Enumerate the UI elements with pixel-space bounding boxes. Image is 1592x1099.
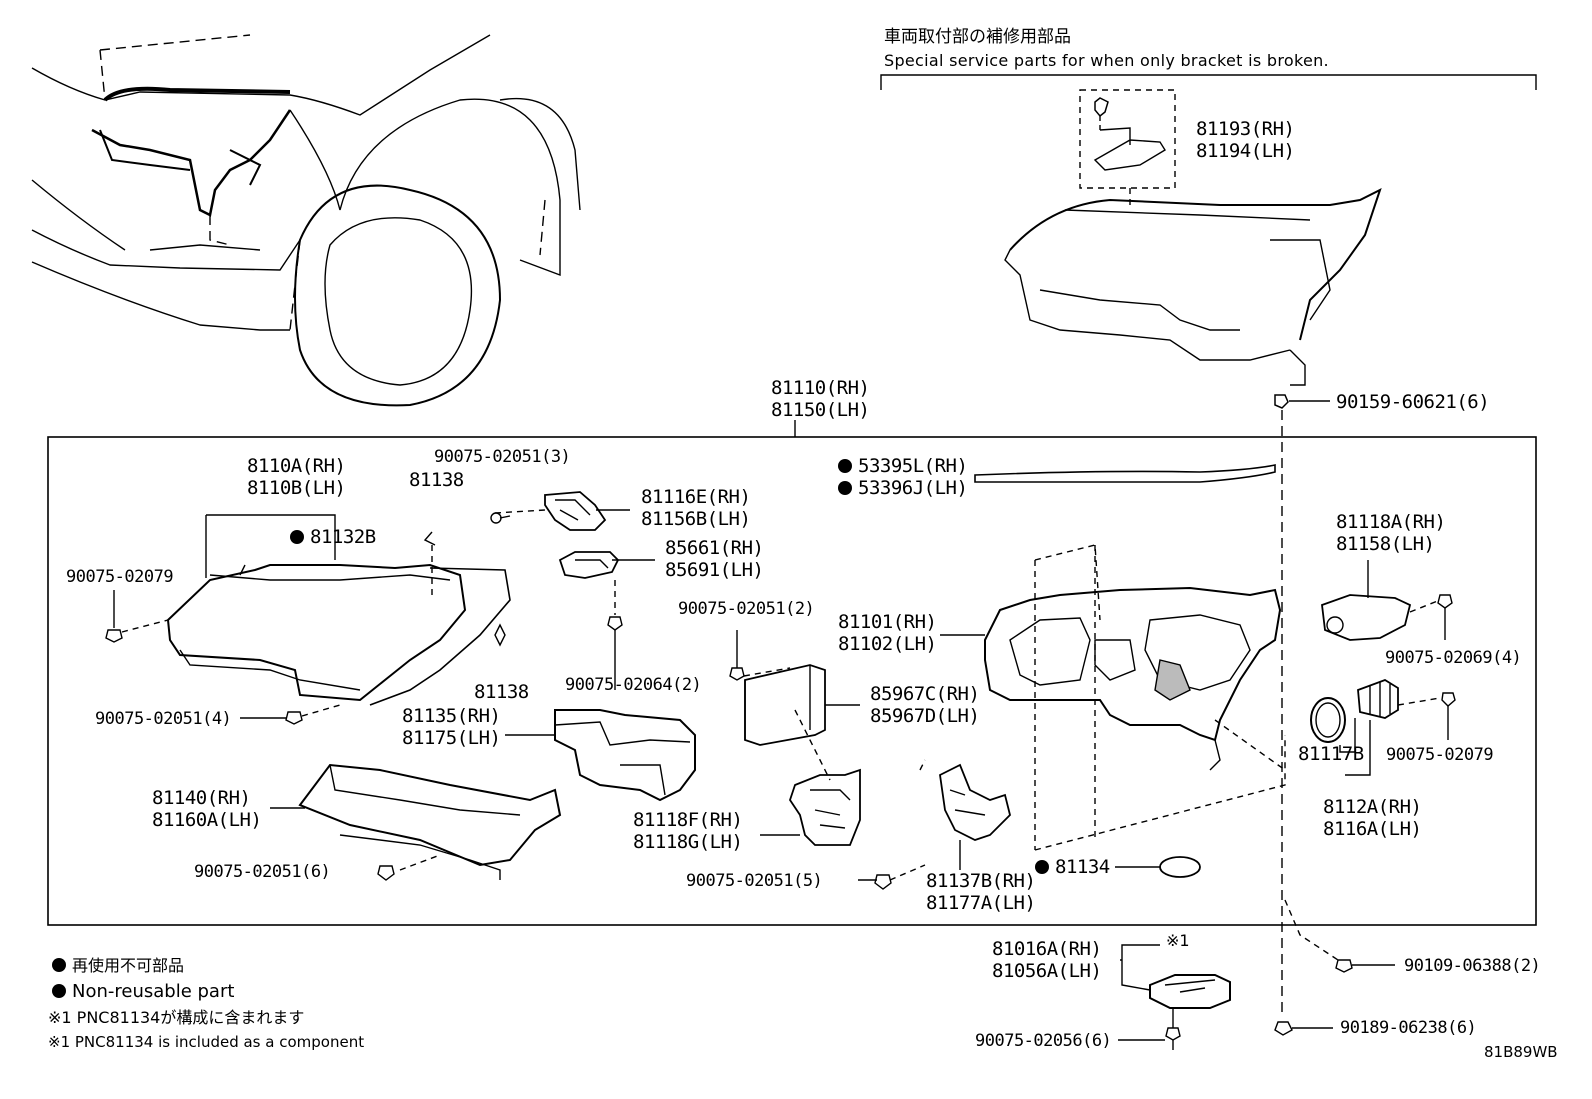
label-81118a: 81118A(RH): [1336, 511, 1446, 533]
gasket-81134-illustration: [1115, 856, 1201, 878]
ballast-81016a-illustration: [1120, 944, 1231, 1009]
strip-53395l-illustration: [974, 464, 1276, 483]
bolt-90159-illustration: [1274, 394, 1330, 1015]
label-81158: 81158(LH): [1336, 533, 1435, 555]
label-53395l: 53395L(RH): [838, 455, 968, 477]
label-90159-60621: 90159-60621(6): [1336, 391, 1490, 413]
label-81156b: 81156B(LH): [641, 508, 751, 530]
label-90075-02051-4: 90075-02051(4): [95, 709, 232, 729]
screws-group: [105, 590, 1395, 1050]
label-90075-02051-2: 90075-02051(2): [678, 599, 815, 619]
non-reusable-dot-icon: [52, 958, 66, 972]
label-81150: 81150(LH): [771, 399, 870, 421]
label-81110: 81110(RH): [771, 377, 870, 399]
label-81016a: 81016A(RH): [992, 938, 1102, 960]
label-90075-02051-5: 90075-02051(5): [686, 871, 823, 891]
label-90075-02056: 90075-02056(6): [975, 1031, 1112, 1051]
diagram-code: 81B89WB: [1484, 1043, 1558, 1061]
housing-81101-illustration: [940, 544, 1286, 851]
label-81177a: 81177A(LH): [926, 892, 1036, 914]
label-85691: 85691(LH): [665, 559, 764, 581]
sensor-85661-illustration: [558, 551, 655, 690]
bracket-81116e-illustration: [490, 491, 630, 531]
non-reusable-dot-icon: [838, 459, 852, 473]
label-81118g: 81118G(LH): [633, 831, 743, 853]
label-81102: 81102(LH): [838, 633, 937, 655]
label-85967d: 85967D(LH): [870, 705, 980, 727]
label-81135: 81135(RH): [402, 705, 501, 727]
label-81194: 81194(LH): [1196, 140, 1295, 162]
non-reusable-dot-icon: [290, 530, 304, 544]
label-mark-1: ※1: [1166, 931, 1190, 950]
label-81118f: 81118F(RH): [633, 809, 743, 831]
assembly-frame: [47, 420, 1537, 926]
actuator-81118a-illustration: [1321, 560, 1453, 641]
legend-dot-en: Non-reusable part: [52, 982, 234, 1002]
label-81175: 81175(LH): [402, 727, 501, 749]
legend-dot-jp: 再使用不可部品: [52, 956, 184, 976]
label-8110b: 8110B(LH): [247, 477, 346, 499]
label-81140: 81140(RH): [152, 787, 251, 809]
label-81134: 81134: [1035, 856, 1110, 878]
label-81137b: 81137B(RH): [926, 870, 1036, 892]
label-8110a: 8110A(RH): [247, 455, 346, 477]
vehicle-front-illustration: [31, 34, 581, 407]
label-81101: 81101(RH): [838, 611, 937, 633]
label-90075-02069: 90075-02069(4): [1385, 648, 1522, 668]
label-90075-02051-3: 90075-02051(3): [434, 447, 571, 467]
housing-81135-illustration: [505, 709, 696, 802]
non-reusable-dot-icon: [838, 481, 852, 495]
bracket-81137b-illustration: [858, 759, 1011, 890]
label-81056a: 81056A(LH): [992, 960, 1102, 982]
label-90075-02064: 90075-02064(2): [565, 675, 702, 695]
en-title: Special service parts for when only brac…: [884, 51, 1329, 70]
label-81116e: 81116E(RH): [641, 486, 751, 508]
label-90189-06238: 90189-06238(6): [1340, 1018, 1477, 1038]
label-81138-top: 81138: [409, 469, 464, 491]
non-reusable-dot-icon: [1035, 860, 1049, 874]
label-90109-06388: 90109-06388(2): [1404, 956, 1541, 976]
service-parts-bracket-group: [880, 74, 1537, 386]
bracket-81118f-illustration: [760, 768, 861, 846]
cap-81117b-illustration: [1310, 679, 1456, 776]
legend-note1-jp: ※1 PNC81134が構成に含まれます: [48, 1008, 305, 1027]
label-85661: 85661(RH): [665, 537, 764, 559]
label-81193: 81193(RH): [1196, 118, 1295, 140]
lower-lens-81140-illustration: [270, 763, 562, 881]
legend-note1-en: ※1 PNC81134 is included as a component: [48, 1033, 365, 1051]
label-90075-02051-6: 90075-02051(6): [194, 862, 331, 882]
label-81132b: 81132B: [290, 526, 376, 548]
label-8112a: 8112A(RH): [1323, 796, 1422, 818]
non-reusable-dot-icon: [52, 984, 66, 998]
label-85967c: 85967C(RH): [870, 683, 980, 705]
label-81117b: 81117B: [1298, 743, 1364, 765]
label-90075-02079-right: 90075-02079: [1386, 745, 1494, 765]
label-8116a: 8116A(LH): [1323, 818, 1422, 840]
label-90075-02079-left: 90075-02079: [66, 567, 174, 587]
label-53396j: 53396J(LH): [838, 477, 968, 499]
label-81160a: 81160A(LH): [152, 809, 262, 831]
lens-illustration: [166, 514, 511, 706]
label-81138-bottom: 81138: [474, 681, 529, 703]
jp-title: 車両取付部の補修用部品: [884, 27, 1071, 47]
module-85967c-illustration: [729, 630, 860, 781]
